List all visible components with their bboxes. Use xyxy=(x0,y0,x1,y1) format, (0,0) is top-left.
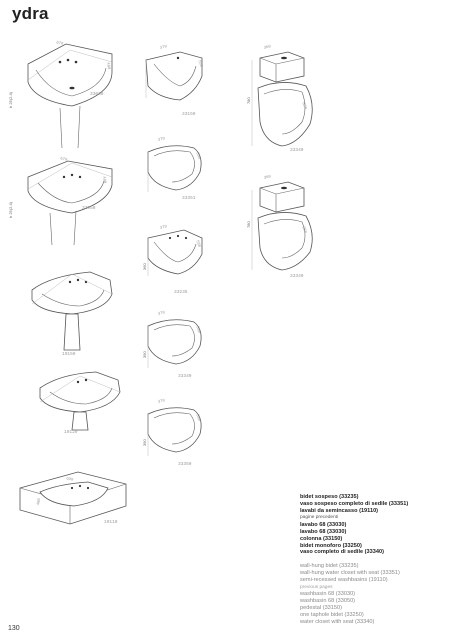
bidet-1-code: 33150 xyxy=(182,112,196,117)
wc-close-coupled-2-drawing xyxy=(251,181,313,271)
bidet-2-drawing xyxy=(147,229,203,276)
legend-it-secondary-3: colonna (33150) xyxy=(300,535,343,542)
legend-en-secondary-3: pedestal (33150) xyxy=(300,604,342,611)
washbasin-semirecessed-drawing xyxy=(39,371,121,431)
wc-3-code: 33350 xyxy=(178,462,192,467)
wc-2-code: 33340 xyxy=(178,374,192,379)
wc-close-coupled-1-drawing xyxy=(251,51,313,147)
washbasin-wide-drawing xyxy=(19,471,127,525)
bidet-2-code: 33235 xyxy=(174,290,188,295)
washbasin-mid-drawing xyxy=(27,160,113,246)
wc-2-drawing xyxy=(147,319,202,368)
legend-en-subheading: previous pages xyxy=(300,584,333,590)
legend-it-subheading: pagine precedenti xyxy=(300,515,339,521)
legend-en-primary-3: semi-recessed washbasins (19110) xyxy=(300,576,388,583)
legend-en-secondary-4: one taphole bidet (33250) xyxy=(300,611,364,618)
legend-it-secondary-1: lavabo 68 (33030) xyxy=(300,522,347,529)
page-title: ydra xyxy=(12,4,49,23)
product-legend: bidet sospeso (33235) vaso sospeso compl… xyxy=(300,494,450,625)
washbasin-top-height: b 25(2.4) xyxy=(8,91,13,108)
wc-2-height: 390 xyxy=(142,351,147,358)
washbasin-pedestal-code: 19150 xyxy=(62,352,76,357)
washbasin-mid-height: h 25(2.4) xyxy=(8,201,13,218)
wc-close-2-height: 780 xyxy=(246,221,251,228)
legend-en-secondary-5: water closet with seat (33340) xyxy=(300,618,375,625)
legend-en-secondary-2: washbasin 68 (33050) xyxy=(300,598,356,605)
bidet-1-drawing xyxy=(145,51,203,101)
bidet-2-height: 360 xyxy=(142,263,147,270)
legend-it-primary-3: lavabi da semincasso (19110) xyxy=(300,507,379,514)
page-number: 130 xyxy=(8,625,20,632)
legend-it-secondary-5: vaso completo di sedile (33340) xyxy=(300,549,384,556)
legend-it-primary-1: bidet sospeso (33235) xyxy=(300,494,359,500)
legend-it-primary-2: vaso sospeso completo di sedile (33351) xyxy=(300,500,409,507)
washbasin-column-drawing xyxy=(31,271,113,351)
wc-1-code: 33351 xyxy=(182,196,196,201)
washbasin-top-code: 33030 xyxy=(90,92,104,97)
wc-1-drawing xyxy=(147,145,202,192)
legend-en-primary-1: wall-hung bidet (33235) xyxy=(300,563,359,570)
wc-3-height: 390 xyxy=(142,439,147,446)
wc-close-1-height: 780 xyxy=(246,97,251,104)
legend-en-secondary-1: washbasin 68 (33030) xyxy=(300,591,356,598)
washbasin-wide-code: 19110 xyxy=(104,520,118,525)
washbasin-semirecessed-code: 19120 xyxy=(64,430,78,435)
wc-close-1-code: 33340 xyxy=(290,148,304,153)
washbasin-mid-code: 33050 xyxy=(82,206,96,211)
legend-it-secondary-4: bidet monoforo (33250) xyxy=(300,542,362,549)
washbasin-pedestal-drawing xyxy=(27,43,113,149)
legend-en-primary-2: wall-hung water closet with seat (33351) xyxy=(300,569,400,576)
wc-3-drawing xyxy=(147,407,202,456)
legend-it-secondary-2: lavabo 68 (33030) xyxy=(300,528,347,535)
wc-close-2-code: 33340 xyxy=(290,274,304,279)
